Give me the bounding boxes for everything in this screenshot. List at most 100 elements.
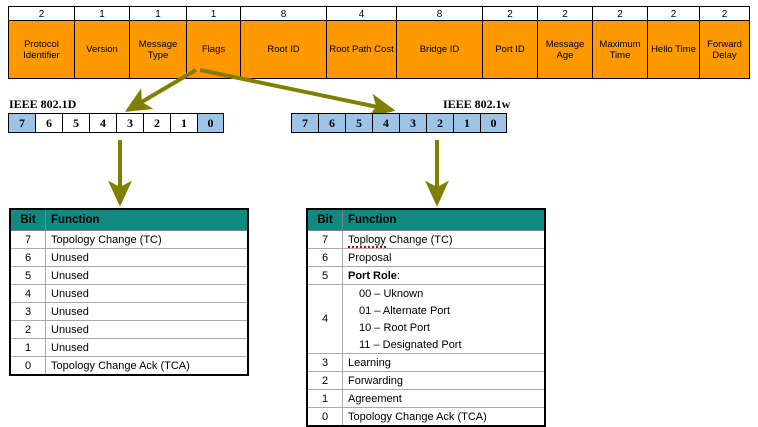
cell-function-text: Agreement: [342, 389, 546, 408]
cell-bit-number: 1: [9, 338, 46, 357]
cell-function-text: Topology Change Ack (TCA): [45, 356, 249, 376]
cell-function-text: Port Role:: [342, 266, 546, 285]
port-role-label: Port Role: [348, 269, 397, 282]
cell-bit-number: 4: [306, 284, 343, 354]
cell-bit-number: 6: [306, 248, 343, 267]
table-row: 01 – Alternate Port: [307, 302, 546, 319]
cell-bit-number: 7: [306, 230, 343, 249]
bit-cell-6: 6: [318, 113, 345, 133]
bit-cell-5: 5: [345, 113, 372, 133]
bit-cell-3: 3: [116, 113, 143, 133]
bpdu-field-maximum-time: Maximum Time: [592, 21, 647, 79]
table-header-row: Bit Function: [9, 208, 249, 231]
column-header-bit: Bit: [9, 208, 46, 231]
misspelled-word: Toplogy: [348, 233, 386, 248]
bpdu-field-bytes: 2: [647, 6, 699, 21]
bpdu-field-root-id: Root ID: [240, 21, 326, 79]
bit-cell-2: 2: [143, 113, 170, 133]
cell-function-text: Unused: [45, 338, 249, 357]
cell-bit-number: 7: [9, 230, 46, 249]
bit-cell-6: 6: [35, 113, 62, 133]
cell-bit-number: 0: [9, 356, 46, 376]
cell-bit-number: 6: [9, 248, 46, 267]
bpdu-field-bytes: 1: [74, 6, 129, 21]
cell-function-text: Unused: [45, 302, 249, 321]
table-header-row: Bit Function: [306, 208, 546, 231]
cell-function-text: Topology Change (TC): [45, 230, 249, 249]
cell-function-text: Proposal: [342, 248, 546, 267]
cell-function-text: Forwarding: [342, 371, 546, 390]
cell-bit-number: 2: [9, 320, 46, 339]
bpdu-field-bytes: 2: [8, 6, 74, 21]
label-ieee-802-1w: IEEE 802.1w: [443, 97, 511, 111]
bpdu-field-bytes: 2: [537, 6, 592, 21]
column-header-function: Function: [45, 208, 249, 231]
cell-function-text: Unused: [45, 284, 249, 303]
cell-function-text: Topology Change Ack (TCA): [342, 407, 546, 427]
port-role-colon: :: [396, 269, 400, 282]
cell-function-text: Unused: [45, 266, 249, 285]
bpdu-field-message-age: Message Age: [537, 21, 592, 79]
cell-bit-number: 2: [306, 371, 343, 390]
cell-port-role-value: 11 – Designated Port: [342, 336, 546, 354]
bpdu-field-bridge-id: Bridge ID: [396, 21, 482, 79]
bit-cell-1: 1: [453, 113, 480, 133]
bit-cell-7: 7: [8, 113, 35, 133]
bpdu-field-bytes: 2: [482, 6, 537, 21]
bpdu-field-bytes: 8: [240, 6, 326, 21]
cell-bit-number: 5: [306, 266, 343, 285]
bit-cell-5: 5: [62, 113, 89, 133]
bpdu-field-port-id: Port ID: [482, 21, 537, 79]
bit-cell-2: 2: [426, 113, 453, 133]
cell-bit-number: 3: [9, 302, 46, 321]
bpdu-field-bytes: 4: [326, 6, 396, 21]
cell-port-role-value: 10 – Root Port: [342, 319, 546, 336]
bpdu-field-version: Version: [74, 21, 129, 79]
bpdu-field-bytes: 8: [396, 6, 482, 21]
bit-cell-0: 0: [480, 113, 507, 133]
bit-cell-7: 7: [291, 113, 318, 133]
cell-port-role-value: 00 – Uknown: [342, 284, 546, 302]
cell-function-text: Learning: [342, 353, 546, 372]
bit-cell-4: 4: [89, 113, 116, 133]
table-row: 11 – Designated Port: [307, 336, 546, 354]
bpdu-field-bytes: 1: [129, 6, 186, 21]
bit-cell-1: 1: [170, 113, 197, 133]
bpdu-field-flags: Flags: [186, 21, 240, 79]
cell-bit-number: 0: [306, 407, 343, 427]
cell-function-text: Unused: [45, 320, 249, 339]
cell-bit-number: 1: [306, 389, 343, 408]
bpdu-field-protocol-identifier: Protocol Identifier: [8, 21, 74, 79]
bit-cell-3: 3: [399, 113, 426, 133]
bit-cell-4: 4: [372, 113, 399, 133]
bpdu-field-forward-delay: Forward Delay: [699, 21, 750, 79]
bpdu-field-bytes: 2: [592, 6, 647, 21]
label-ieee-802-1d: IEEE 802.1D: [9, 97, 77, 111]
bpdu-field-message-type: Message Type: [129, 21, 186, 79]
column-header-function: Function: [342, 208, 546, 231]
column-header-bit: Bit: [306, 208, 343, 231]
table-row: 10 – Root Port: [307, 319, 546, 336]
bpdu-field-bytes: 1: [186, 6, 240, 21]
bpdu-field-bytes: 2: [699, 6, 750, 21]
